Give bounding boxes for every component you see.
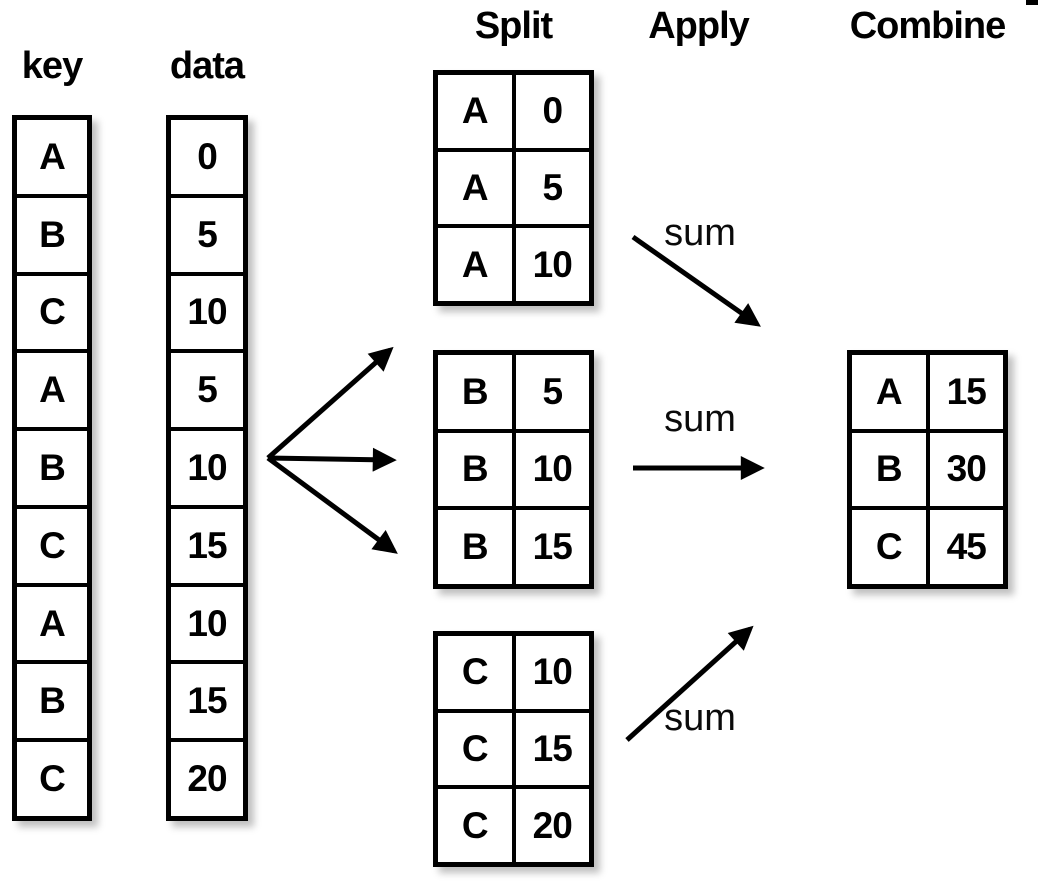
- table-cell: B: [17, 664, 87, 739]
- table-cell: C: [17, 275, 87, 350]
- combine-table: A 15 B 30 C 45: [847, 350, 1008, 589]
- table-cell: B: [438, 510, 512, 584]
- table-cell: 5: [515, 151, 589, 225]
- data-column-table: 0 5 10 5 10 15 10 15 20: [166, 115, 248, 821]
- table-cell: A: [17, 120, 87, 194]
- table-cell: 10: [171, 431, 243, 505]
- table-cell: C: [852, 510, 926, 584]
- table-cell: 15: [515, 510, 589, 584]
- sum-label-group-a: sum: [664, 212, 736, 254]
- table-cell: 5: [515, 355, 589, 429]
- table-cell: B: [438, 355, 512, 429]
- table-cell: 15: [171, 664, 243, 739]
- table-cell: 30: [929, 432, 1003, 507]
- sum-label-group-c: sum: [664, 697, 736, 739]
- table-cell: A: [438, 151, 512, 225]
- table-cell: 10: [171, 586, 243, 661]
- table-cell: C: [438, 712, 512, 786]
- table-cell: 15: [515, 712, 589, 786]
- table-cell: 10: [171, 275, 243, 350]
- table-cell: 45: [929, 510, 1003, 584]
- table-cell: C: [438, 789, 512, 862]
- table-cell: 20: [171, 742, 243, 816]
- fan-arrow-to-group-a: [266, 346, 394, 460]
- combine-stage-header: Combine: [849, 5, 1007, 47]
- table-cell: C: [17, 742, 87, 816]
- table-cell: B: [17, 431, 87, 505]
- table-cell: A: [17, 353, 87, 428]
- table-cell: A: [17, 586, 87, 661]
- data-column-label: data: [169, 45, 245, 87]
- table-cell: C: [17, 508, 87, 583]
- table-cell: A: [852, 355, 926, 429]
- key-column-table: A B C A B C A B C: [12, 115, 92, 821]
- table-cell: A: [438, 75, 512, 148]
- split-group-c-table: C 10 C 15 C 20: [433, 631, 594, 867]
- apply-stage-header: Apply: [648, 5, 750, 47]
- table-cell: 15: [929, 355, 1003, 429]
- table-cell: A: [438, 228, 512, 301]
- corner-crop-artifact: [1026, 0, 1038, 5]
- table-cell: C: [438, 636, 512, 709]
- table-cell: B: [17, 197, 87, 272]
- table-cell: 20: [515, 789, 589, 862]
- split-stage-header: Split: [474, 5, 553, 47]
- key-column-label: key: [21, 45, 83, 87]
- table-cell: 10: [515, 228, 589, 301]
- table-cell: 10: [515, 636, 589, 709]
- split-group-b-table: B 5 B 10 B 15: [433, 350, 594, 589]
- fan-arrow-to-group-c: [266, 455, 398, 554]
- table-cell: 5: [171, 353, 243, 428]
- table-cell: 15: [171, 508, 243, 583]
- table-cell: 0: [171, 120, 243, 194]
- table-cell: B: [852, 432, 926, 507]
- table-cell: 10: [515, 432, 589, 507]
- table-cell: 0: [515, 75, 589, 148]
- table-cell: B: [438, 432, 512, 507]
- fan-arrow-to-group-b: [267, 447, 397, 472]
- sum-label-group-b: sum: [664, 398, 736, 440]
- split-group-a-table: A 0 A 5 A 10: [433, 70, 594, 306]
- table-cell: 5: [171, 197, 243, 272]
